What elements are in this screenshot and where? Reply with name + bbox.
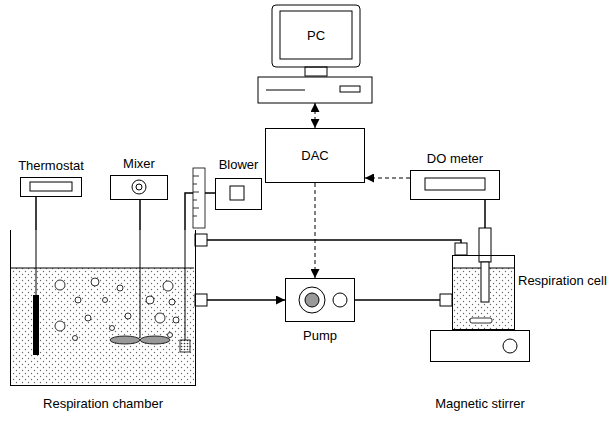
air-bubbles [125, 313, 131, 319]
heater-rod [33, 295, 39, 355]
pipe-fitting [195, 234, 467, 306]
node-label: Respiration cell [518, 274, 607, 289]
node-label: PC [307, 29, 325, 44]
computer-monitor [272, 5, 360, 67]
pump-box: Pump [285, 278, 355, 322]
computer-monitor [266, 90, 305, 91]
mixer-impeller [110, 230, 170, 344]
node-label: Mixer [123, 157, 155, 172]
stirrer-knob [503, 339, 517, 353]
pump-rotor [333, 293, 347, 307]
mixer-impeller [140, 336, 170, 344]
pipe-fitting [455, 243, 467, 255]
air-bubbles [117, 285, 123, 291]
device-display [132, 180, 146, 194]
air-bubbles [110, 326, 115, 331]
device-box: Blower [215, 178, 262, 210]
node-label: Thermostat [18, 159, 84, 174]
air-bubbles [55, 278, 179, 341]
chamber-water [11, 268, 194, 384]
signal-line [315, 103, 316, 128]
heater-rod [36, 230, 37, 295]
device-box: Mixer [110, 175, 168, 200]
heater-rod [33, 230, 39, 355]
signal-line [365, 178, 410, 179]
air-bubbles [91, 278, 99, 286]
chamber-water [11, 268, 194, 384]
do-probe [479, 228, 491, 262]
flow-meter [193, 192, 199, 193]
air-bubbles [155, 313, 165, 323]
computer-monitor [280, 11, 352, 59]
flow-line [196, 240, 461, 255]
computer-monitor [258, 5, 372, 103]
air-bubbles [73, 336, 78, 341]
flow-line [355, 299, 452, 301]
flow-meter [193, 168, 205, 228]
computer-monitor [340, 86, 360, 92]
device-display [425, 178, 485, 190]
device-display [136, 184, 142, 190]
device-display [30, 182, 72, 191]
air-diffuser [185, 230, 186, 340]
node-label: DO meter [427, 152, 483, 167]
device-box: Magnetic stirrer [430, 330, 530, 362]
device-display [230, 186, 244, 200]
flow-meter [193, 200, 197, 201]
device-box: Thermostat [20, 177, 82, 197]
pump-rotor [299, 287, 325, 313]
air-diffuser [180, 230, 190, 352]
device-display [30, 178, 485, 200]
flow-line [139, 200, 141, 230]
air-bubbles [75, 297, 81, 303]
pipe-fitting [195, 294, 207, 306]
air-bubbles [146, 296, 154, 304]
air-bubbles [55, 321, 65, 331]
do-probe [479, 228, 491, 302]
device-box: DO meter [410, 170, 500, 200]
pump-rotor [299, 287, 347, 313]
mixer-impeller [140, 230, 141, 338]
pump-rotor [305, 293, 319, 307]
computer-monitor [258, 77, 372, 103]
tank: Respiration chamber [10, 230, 196, 386]
node-label: Blower [219, 158, 259, 173]
computer-monitor [305, 67, 327, 76]
node-label: Respiration chamber [43, 397, 163, 412]
air-bubbles [168, 333, 173, 338]
process-box: DAC [265, 128, 365, 183]
pipe-fitting [195, 234, 207, 246]
air-bubbles [173, 317, 179, 323]
vessel: Respiration cell [452, 255, 515, 330]
cell-water [470, 318, 492, 323]
computer: PC [258, 5, 372, 103]
air-diffuser [180, 340, 190, 352]
node-label: DAC [301, 148, 328, 163]
node-label: Pump [303, 329, 337, 344]
mixer-impeller [110, 336, 140, 344]
flow-meter [193, 168, 205, 228]
air-bubbles [169, 299, 175, 305]
flow-meter [193, 216, 197, 217]
pipe-fitting [440, 294, 452, 306]
flow-line [35, 197, 37, 230]
flow-meter [193, 176, 199, 177]
stirrer-knob [503, 339, 517, 353]
node-label: Magnetic stirrer [435, 397, 525, 412]
air-bubbles [55, 280, 65, 290]
air-bubbles [103, 298, 108, 303]
air-bubbles [163, 281, 173, 291]
flow-meter [193, 208, 199, 209]
signal-line [315, 183, 316, 278]
chamber-water [11, 268, 194, 269]
air-bubbles [85, 315, 91, 321]
flow-meter [193, 184, 197, 185]
do-probe [481, 262, 489, 302]
flow-line [196, 299, 285, 301]
